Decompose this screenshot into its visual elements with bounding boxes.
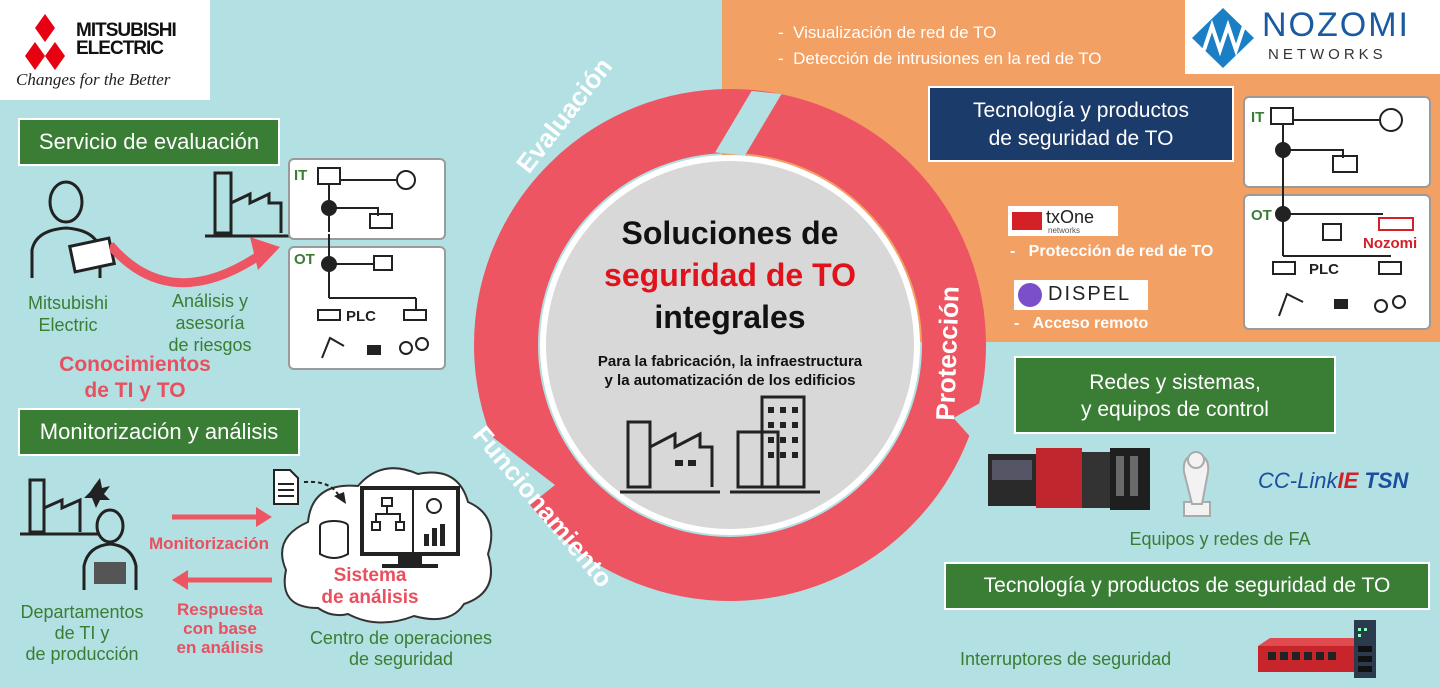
security-switches-label: Interruptores de seguridad — [960, 649, 1172, 669]
fa-label: Equipos y redes de FA — [1129, 529, 1311, 549]
analysis-arrow — [110, 237, 280, 288]
redes-sistemas-label: Redes y sistemas, y equipos de control — [1014, 356, 1336, 434]
response-label: Respuesta con base en análisis — [160, 600, 280, 657]
monitorizacion-text: Monitorización — [149, 534, 269, 553]
txone-desc: - Protección de red de TO — [1010, 243, 1214, 260]
network-it-box-right — [1243, 96, 1431, 188]
center-title: Soluciones de seguridad de TO integrales — [540, 212, 920, 338]
redes-line1: Redes y sistemas, — [1089, 371, 1261, 394]
system-line1: Sistema — [333, 565, 407, 586]
arrow-monitorizacion — [172, 507, 272, 527]
factory-icon-top — [205, 171, 290, 238]
analysis-line3: de riesgos — [168, 335, 252, 355]
dispel-desc-text: Acceso remoto — [1032, 315, 1149, 332]
departments-label: Departamentos de TI y de producción — [4, 602, 160, 665]
response-line2: con base — [183, 619, 257, 638]
monitorizacion-analisis-label: Monitorización y análisis — [18, 408, 300, 456]
soc-label: Centro de operaciones de seguridad — [288, 628, 514, 670]
center-subtitle-line1: Para la fabricación, la infraestructura — [597, 353, 863, 370]
center-title-line1: Soluciones de — [621, 215, 839, 251]
response-line3: en análisis — [176, 638, 264, 657]
dispel-desc: - Acceso remoto — [1014, 315, 1149, 332]
nozomi-sub: NETWORKS — [1268, 46, 1387, 63]
network-diagram-right: IT OT PLC Nozomi — [1251, 107, 1417, 317]
factory-icon-bottom — [20, 478, 110, 536]
system-line2: de análisis — [321, 587, 419, 608]
cclink-b: IE — [1337, 468, 1359, 493]
center-title-line3: integrales — [654, 299, 806, 335]
bullet-1: - Visualización de red de TO — [778, 23, 997, 42]
redes-line2: y equipos de control — [1081, 398, 1269, 421]
center-subtitle: Para la fabricación, la infraestructura … — [540, 352, 920, 390]
cclink-c: TSN — [1364, 468, 1409, 493]
mitsubishi-diamonds-icon — [25, 14, 65, 70]
tech-products-green-box: Tecnología y productos de seguridad de T… — [944, 562, 1430, 610]
bullet-2: - Detección de intrusiones en la red de … — [778, 49, 1102, 68]
actor-line1: Mitsubishi — [27, 293, 109, 313]
soc-line1: Centro de operaciones — [309, 628, 493, 648]
factory-building-icon — [620, 395, 820, 494]
txone-mark-icon — [1012, 212, 1042, 230]
plc-label-right: PLC — [1309, 261, 1339, 278]
mitsubishi-wordmark: MITSUBISHI ELECTRIC — [76, 20, 177, 59]
nozomi-name: NOZOMI — [1262, 6, 1410, 44]
center-subtitle-line2: y la automatización de los edificios — [604, 372, 856, 389]
mitsubishi-line1: MITSUBISHI — [76, 20, 177, 41]
security-switch-image — [1258, 620, 1376, 678]
it-label-right: IT — [1251, 109, 1264, 126]
dispel-mark-icon — [1018, 283, 1042, 307]
soc-line2: de seguridad — [348, 649, 454, 669]
ring-label-proteccion: Protección — [930, 285, 965, 422]
nozomi-logo-icon — [1192, 8, 1254, 68]
knowledge-label: Conocimientos de TI y TO — [40, 352, 230, 404]
analysis-line2: asesoría — [175, 313, 245, 333]
txone-name: txOne — [1046, 207, 1095, 227]
consultant-person-icon — [30, 180, 117, 278]
sistema-analisis-label: Sistema de análisis — [300, 565, 440, 609]
servicio-evaluacion-label: Servicio de evaluación — [18, 118, 280, 166]
operator-person-icon — [82, 508, 138, 590]
bullet-1-text: Visualización de red de TO — [793, 23, 997, 42]
it-label-left: IT — [294, 167, 307, 184]
analysis-line1: Análisis y — [171, 291, 249, 311]
txone-desc-text: Protección de red de TO — [1028, 243, 1214, 260]
ot-label-right: OT — [1251, 207, 1272, 224]
tech-line1: Tecnología y productos — [973, 99, 1189, 122]
plc-label-left: PLC — [346, 308, 376, 325]
mitsubishi-actor-label: Mitsubishi Electric — [8, 292, 128, 336]
center-title-line2: seguridad de TO — [604, 257, 856, 293]
analysis-label: Análisis y asesoría de riesgos — [150, 290, 270, 356]
dept-line3: de producción — [25, 644, 139, 664]
tech-products-navy-box: Tecnología y productos de seguridad de T… — [928, 86, 1234, 162]
cclink-a: CC-Link — [1258, 468, 1338, 493]
fa-equipment-image — [988, 448, 1211, 517]
network-it-box-left — [288, 158, 446, 240]
mitsubishi-tagline: Changes for the Better — [16, 70, 171, 89]
analysis-cloud — [281, 467, 493, 624]
response-line1: Respuesta — [177, 600, 263, 619]
ot-label-left: OT — [294, 251, 315, 268]
knowledge-line1: Conocimientos — [59, 353, 211, 376]
mitsubishi-line2: ELECTRIC — [76, 38, 164, 59]
cclink-logo: CC-LinkIE TSN — [1258, 468, 1408, 494]
document-icon — [273, 469, 346, 505]
network-diagram-left: IT OT PLC — [294, 167, 429, 359]
dispel-logo: DISPEL — [1014, 280, 1148, 310]
txone-sub: networks — [1048, 226, 1081, 235]
arrow-respuesta — [172, 570, 272, 590]
center-cycle-ring — [470, 89, 990, 601]
dept-line2: de TI y — [54, 623, 110, 643]
dept-line1: Departamentos — [20, 602, 144, 622]
nozomi-bullets: - Visualización de red de TO - Detección… — [778, 20, 1102, 72]
bullet-2-text: Detección de intrusiones en la red de TO — [793, 49, 1102, 68]
nozomi-device-label: Nozomi — [1363, 235, 1417, 252]
dispel-name: DISPEL — [1048, 283, 1132, 305]
knowledge-line2: de TI y TO — [84, 379, 186, 402]
tech-line2: de seguridad de TO — [988, 127, 1174, 150]
actor-line2: Electric — [38, 315, 98, 335]
txone-logo: txOne networks — [1008, 206, 1118, 236]
